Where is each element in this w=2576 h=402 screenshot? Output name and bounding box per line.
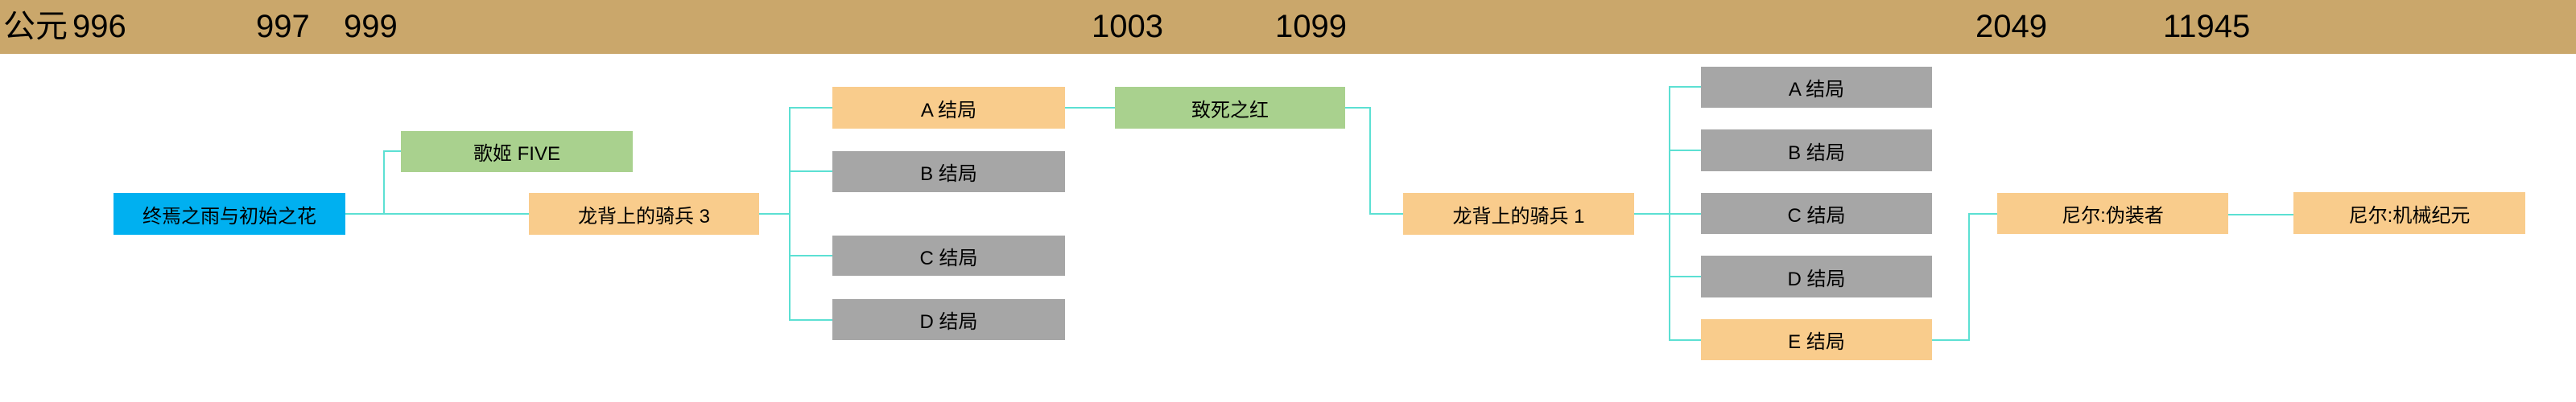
connector-dd3-stub-b (790, 170, 832, 172)
node-dd1-ending-e[interactable]: E 结局 (1701, 319, 1932, 360)
connector-dd3a-to-red (1065, 107, 1115, 109)
year-label-999: 999 (344, 9, 398, 44)
connector-dd1-stub-b (1670, 150, 1701, 151)
connector-dd3-to-rail (759, 213, 790, 215)
connector-ende-to-elbow (1930, 339, 1969, 341)
connector-red-elbow-to-dd1 (1369, 213, 1403, 215)
year-label-1003: 1003 (1092, 9, 1163, 44)
connector-blue-to-dd3 (345, 213, 529, 215)
connector-dd3-stub-a (790, 107, 832, 109)
connector-dd1-stub-d (1670, 276, 1701, 277)
connector-red-elbow-top (1345, 107, 1370, 109)
node-dd3-ending-d[interactable]: D 结局 (832, 299, 1065, 340)
year-label-1099: 1099 (1275, 9, 1347, 44)
connector-branch-up-utahime (383, 150, 385, 215)
node-dd1-ending-a[interactable]: A 结局 (1701, 67, 1932, 108)
node-shi-ni-itaru-aka[interactable]: 致死之红 (1115, 87, 1345, 129)
year-label-11945: 11945 (2163, 9, 2251, 44)
node-dd3-ending-a[interactable]: A 结局 (832, 87, 1065, 129)
connector-dd3-endings-rail (789, 107, 791, 321)
connector-dd1-to-rail (1634, 213, 1670, 215)
node-dd1-ending-c[interactable]: C 结局 (1701, 193, 1932, 234)
node-dd3-ending-c[interactable]: C 结局 (832, 236, 1065, 276)
node-utahime-five[interactable]: 歌姬 FIVE (401, 131, 633, 172)
node-dd3-ending-b[interactable]: B 结局 (832, 151, 1065, 192)
era-label: 公元 (3, 9, 68, 44)
connector-red-elbow-down (1369, 107, 1371, 214)
year-label-997: 997 (256, 9, 310, 44)
year-label-996: 996 (72, 9, 126, 44)
node-drakengard-3[interactable]: 龙背上的骑兵 3 (529, 193, 759, 235)
connector-replicant-to-automata (2228, 214, 2293, 215)
connector-dd3-stub-d (790, 319, 832, 321)
connector-dd1-stub-e (1670, 339, 1701, 341)
timeline-header-bar: 公元 996 997 999 1003 1099 2049 11945 (0, 0, 2576, 54)
connector-dd3-stub-c (790, 255, 832, 256)
node-nier-replicant[interactable]: 尼尔:伪装者 (1997, 193, 2228, 234)
connector-dd1-stub-c (1670, 213, 1701, 215)
connector-dd1-stub-a (1670, 86, 1701, 88)
node-dd1-ending-d[interactable]: D 结局 (1701, 256, 1932, 297)
node-nier-automata[interactable]: 尼尔:机械纪元 (2293, 192, 2525, 234)
connector-elbow-to-replicant (1968, 213, 1997, 215)
node-dd1-ending-b[interactable]: B 结局 (1701, 129, 1932, 171)
node-drakengard-1[interactable]: 龙背上的骑兵 1 (1403, 193, 1634, 235)
connector-ende-elbow-up (1968, 213, 1970, 341)
year-label-2049: 2049 (1975, 9, 2047, 44)
connector-stub-utahime (384, 150, 401, 152)
node-rain-and-flower[interactable]: 终焉之雨与初始之花 (114, 193, 345, 235)
